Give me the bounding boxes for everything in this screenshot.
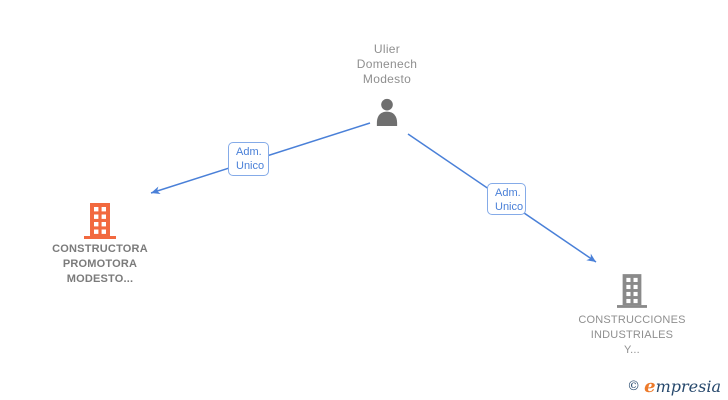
person-name-line: Domenech xyxy=(356,57,418,71)
person-name[interactable]: Ulier Domenech Modesto xyxy=(325,42,449,87)
building-icon xyxy=(562,274,702,310)
company-name-line: MODESTO... xyxy=(66,273,134,285)
copyright-icon: © xyxy=(627,379,641,394)
person-icon xyxy=(325,98,449,126)
company-name-line: Y... xyxy=(624,344,640,356)
edge-label-line: Unico xyxy=(495,201,524,213)
person-name-line: Modesto xyxy=(362,72,412,86)
edge-label-adm-unico-left: Adm. Unico xyxy=(228,142,269,176)
edge-label-line: Adm. xyxy=(236,146,262,158)
company-name-line: INDUSTRIALES xyxy=(590,329,674,341)
person-name-line: Ulier xyxy=(373,42,401,56)
edge-label-line: Adm. xyxy=(495,187,521,199)
empresia-logo[interactable]: ©empresia xyxy=(627,376,721,397)
company-name[interactable]: CONSTRUCTORA PROMOTORA MODESTO... xyxy=(30,242,170,287)
logo-brand-initial: e xyxy=(644,376,656,397)
company-name-line: CONSTRUCCIONES xyxy=(578,314,686,326)
company-name[interactable]: CONSTRUCCIONES INDUSTRIALES Y... xyxy=(562,313,702,358)
person-node[interactable]: Ulier Domenech Modesto xyxy=(325,42,449,126)
building-icon-highlighted xyxy=(30,203,170,239)
company-name-line: CONSTRUCTORA xyxy=(52,243,148,255)
logo-brand-rest: mpresia xyxy=(655,377,721,396)
edge-label-adm-unico-right: Adm. Unico xyxy=(487,183,526,215)
company-name-line: PROMOTORA xyxy=(62,258,138,270)
company-node-construcciones[interactable]: CONSTRUCCIONES INDUSTRIALES Y... xyxy=(562,274,702,358)
company-node-constructora[interactable]: CONSTRUCTORA PROMOTORA MODESTO... xyxy=(30,203,170,287)
edge-label-line: Unico xyxy=(236,160,265,172)
